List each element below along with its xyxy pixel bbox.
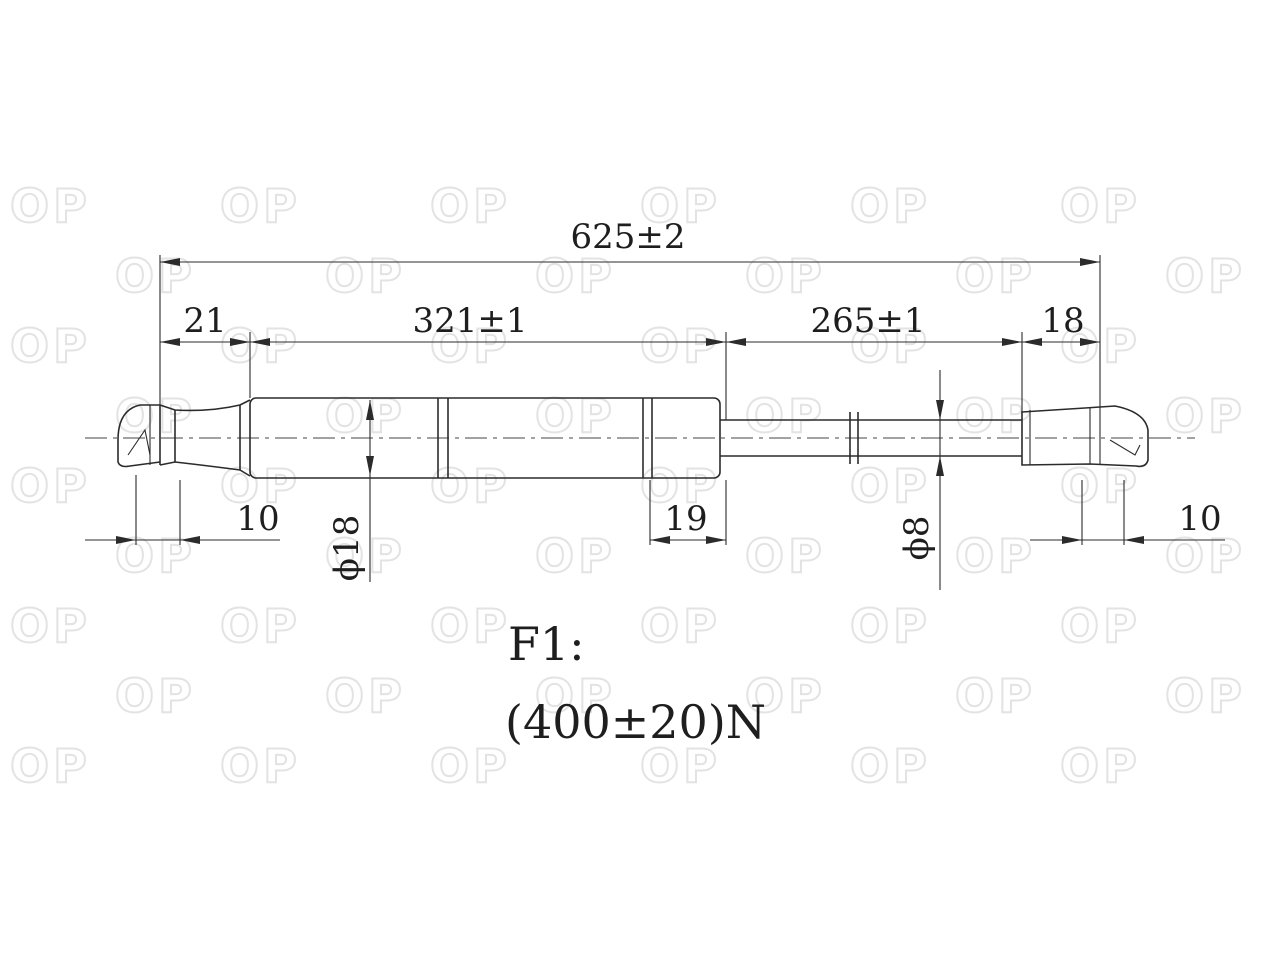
watermark-logo: OP (220, 739, 301, 793)
watermark-logo: OP (10, 459, 91, 513)
watermark-logo: OP (1165, 669, 1246, 723)
watermark-logo: OP (1165, 529, 1246, 583)
watermark-logo: OP (325, 529, 406, 583)
watermark-logo: OP (10, 599, 91, 653)
watermark-logo: OP (745, 389, 826, 443)
watermark-logo: OP (535, 389, 616, 443)
watermark-logo: OP (640, 599, 721, 653)
force-value: (400±20)N (505, 695, 766, 749)
watermark-logo: OP (1165, 389, 1246, 443)
watermark-logo: OP (430, 599, 511, 653)
watermark-logo: OP (430, 739, 511, 793)
overall-length-label: 625±2 (570, 217, 685, 257)
watermark-logo: OP (850, 319, 931, 373)
watermark-logo: OP (10, 739, 91, 793)
watermark-logo: OP (115, 669, 196, 723)
watermark-logo: OP (1060, 459, 1141, 513)
watermark-logo: OP (850, 459, 931, 513)
watermark-logo: OP (640, 739, 721, 793)
watermark-logo: OP (220, 459, 301, 513)
piston-rod (720, 412, 1022, 464)
body-diameter-label: ϕ18 (327, 515, 367, 581)
left-end-fitting (117, 399, 251, 477)
watermark-logo: OP (955, 389, 1036, 443)
body-length-label: 321±1 (412, 301, 527, 341)
dimension-lines (85, 258, 1225, 590)
watermark-logo: OP (10, 179, 91, 233)
watermark-logo: OP (1060, 179, 1141, 233)
watermark-logo: OP (745, 249, 826, 303)
watermark-logo: OP (115, 249, 196, 303)
watermark-logo: OP (535, 529, 616, 583)
watermark-logo: OP (535, 249, 616, 303)
right-offset-label: 10 (1178, 499, 1221, 539)
cylinder-body (249, 397, 721, 479)
watermark-logo: OP (745, 529, 826, 583)
watermark-logo: OP (115, 389, 196, 443)
watermark-logo: OP (955, 529, 1036, 583)
watermark-logo: OP (1060, 599, 1141, 653)
force-label: F1: (508, 617, 585, 671)
watermark-logo: OP (640, 319, 721, 373)
extension-lines (135, 255, 1125, 545)
watermark-logo: OP (220, 599, 301, 653)
watermark-logo: OP (955, 669, 1036, 723)
right-end-fitting (1021, 405, 1149, 468)
watermark-pattern: OP OP OP OP OP OP OP OP OP OP OP OP OP OP OP OP OP OP OP OP… (9, 178, 1246, 794)
watermark-logo: OP (640, 179, 721, 233)
watermark-logo: OP (430, 459, 511, 513)
rod-diameter-label: ϕ8 (897, 516, 937, 561)
rod-length-label: 265±1 (810, 301, 925, 341)
left-offset-label: 10 (236, 499, 279, 539)
watermark-logo: OP (115, 529, 196, 583)
watermark-logo: OP (430, 319, 511, 373)
watermark-logo: OP (850, 739, 931, 793)
watermark-logo: OP (220, 319, 301, 373)
watermark-logo: OP (1060, 319, 1141, 373)
watermark-logo: OP (955, 249, 1036, 303)
watermark-logo: OP (850, 179, 931, 233)
watermark-logo: OP (220, 179, 301, 233)
watermark-logo: OP (10, 319, 91, 373)
body-end-length-label: 19 (664, 499, 707, 539)
watermark-logo: OP (850, 599, 931, 653)
left-eye-length-label: 21 (183, 301, 226, 341)
watermark-logo: OP (1165, 249, 1246, 303)
watermark-logo: OP (535, 669, 616, 723)
watermark-logo: OP (325, 389, 406, 443)
right-eye-length-label: 18 (1041, 301, 1084, 341)
watermark-logo: OP (325, 249, 406, 303)
watermark-logo: OP (430, 179, 511, 233)
watermark-logo: OP (325, 669, 406, 723)
watermark-logo: OP (745, 669, 826, 723)
watermark-logo: OP (1060, 739, 1141, 793)
